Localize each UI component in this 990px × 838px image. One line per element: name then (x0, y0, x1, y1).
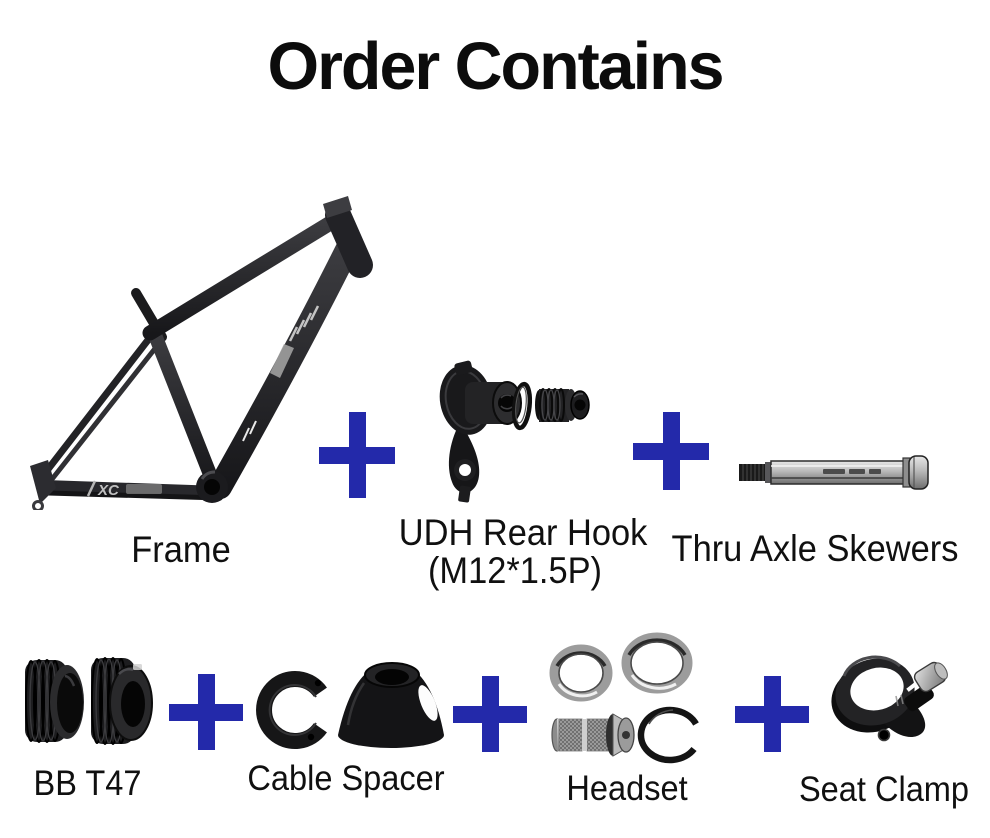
page-title: Order Contains (267, 29, 724, 104)
plus-icon (319, 412, 395, 498)
cable-spacer-label: Cable Spacer (247, 759, 445, 798)
bb-t47-label: BB T47 (33, 764, 142, 803)
bb-t47-image (25, 657, 153, 745)
plus-icon (633, 412, 709, 490)
cable-spacer-image (256, 662, 444, 749)
thru-axle-label: Thru Axle Skewers (671, 528, 959, 569)
headset-image (549, 632, 699, 764)
plus-icon (453, 676, 527, 752)
plus-icon (735, 676, 809, 752)
seat-clamp-label: Seat Clamp (798, 770, 970, 809)
udh-rear-hook-label: UDH Rear Hook (M12*1.5P) (398, 512, 648, 592)
frame-logo-text: XC (97, 482, 120, 499)
plus-icon (169, 674, 243, 750)
frame-label: Frame (131, 529, 231, 570)
thru-axle-image (739, 455, 929, 490)
seat-clamp-image (831, 655, 948, 742)
headset-label: Headset (566, 769, 688, 808)
bike-frame-image: XC (30, 196, 373, 510)
udh-rear-hook-image (439, 360, 590, 503)
